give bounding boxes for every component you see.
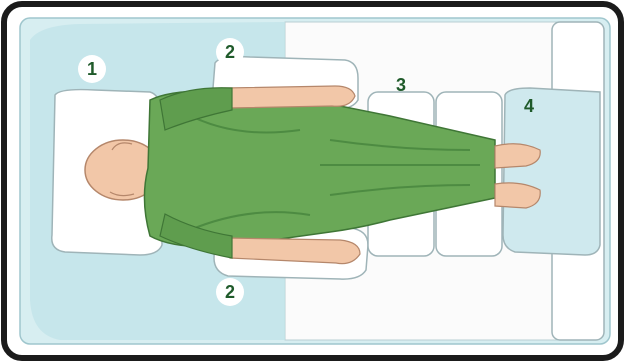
label-3: 3 — [396, 75, 406, 96]
label-4: 4 — [524, 96, 534, 117]
label-2-top: 2 — [216, 38, 244, 66]
foot-pillow — [503, 88, 600, 255]
label-2-bottom: 2 — [216, 278, 244, 306]
label-1: 1 — [78, 55, 106, 83]
